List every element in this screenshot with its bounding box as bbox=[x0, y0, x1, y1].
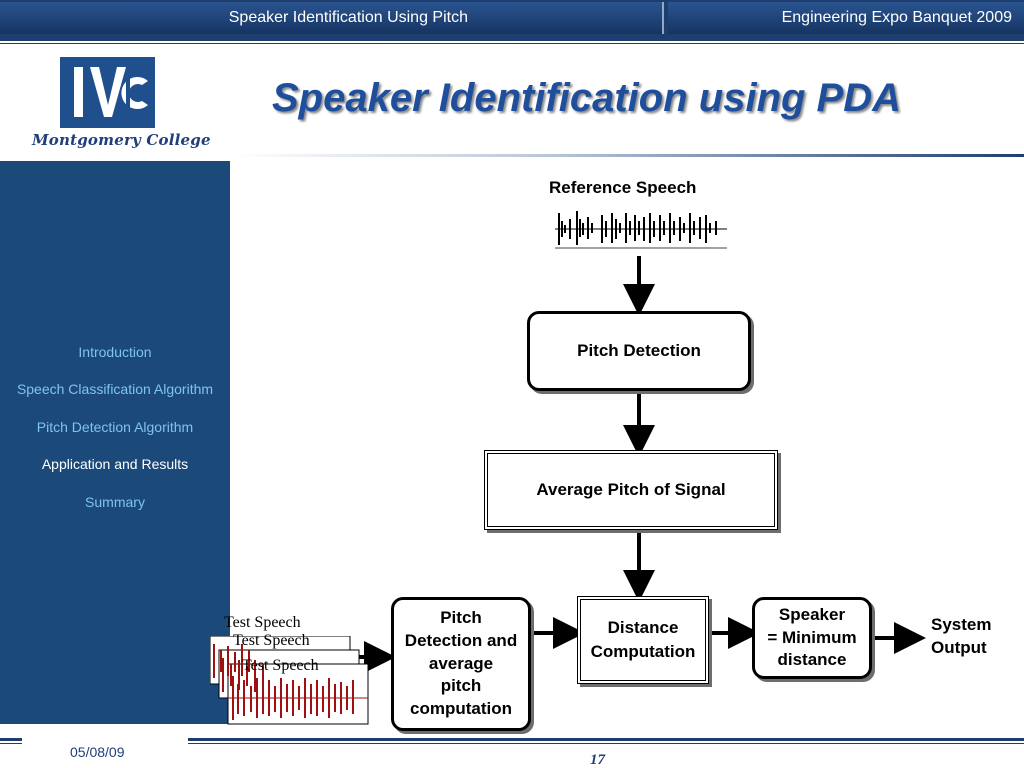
pda-line-5: computation bbox=[410, 699, 512, 719]
college-logo-caption: Montgomery College bbox=[32, 131, 211, 149]
header-bar: Speaker Identification Using Pitch Engin… bbox=[0, 0, 1024, 38]
header-title-right: Engineering Expo Banquet 2009 bbox=[668, 2, 1024, 34]
sidebar-item-summary[interactable]: Summary bbox=[85, 494, 145, 510]
system-output-label: System Output bbox=[931, 614, 991, 660]
header-title-left: Speaker Identification Using Pitch bbox=[0, 2, 664, 34]
header-rule bbox=[0, 38, 1024, 41]
test-speech-label-3: Test Speech bbox=[242, 657, 319, 674]
system-output-line-1: System bbox=[931, 615, 992, 634]
average-pitch-box: Average Pitch of Signal bbox=[484, 450, 778, 530]
title-rule bbox=[232, 154, 1024, 157]
sidebar-item-application-results[interactable]: Application and Results bbox=[41, 456, 189, 472]
pitch-detection-label: Pitch Detection bbox=[577, 341, 701, 361]
sidebar-item-pitch-detection[interactable]: Pitch Detection Algorithm bbox=[36, 419, 194, 435]
slide-title: Speaker Identification using PDA bbox=[272, 76, 902, 120]
pda-line-4: pitch bbox=[440, 676, 482, 696]
sidebar bbox=[0, 161, 230, 724]
distance-line-2: Computation bbox=[590, 642, 696, 661]
average-pitch-label: Average Pitch of Signal bbox=[536, 480, 726, 500]
speaker-min-distance-box: Speaker = Minimum distance bbox=[752, 597, 872, 679]
speaker-line-3: distance bbox=[777, 650, 847, 670]
pda-line-3: average bbox=[428, 653, 494, 673]
reference-speech-label: Reference Speech bbox=[549, 178, 697, 197]
sidebar-item-speech-classification[interactable]: Speech Classification Algorithm bbox=[16, 381, 214, 397]
distance-line-1: Distance bbox=[607, 618, 679, 638]
test-speech-label-1: Test Speech bbox=[224, 614, 301, 631]
distance-computation-box: Distance Computation bbox=[577, 596, 709, 684]
system-output-line-2: Output bbox=[931, 637, 987, 657]
test-speech-waveforms-icon bbox=[210, 636, 369, 725]
speaker-line-1: Speaker bbox=[778, 604, 846, 624]
footer-date: 05/08/09 bbox=[70, 744, 125, 760]
reference-waveform-icon bbox=[555, 211, 727, 249]
footer-date-box bbox=[22, 735, 188, 768]
header-rule-thin bbox=[0, 43, 1024, 44]
pda-computation-box: Pitch Detection and average pitch comput… bbox=[391, 597, 531, 731]
college-logo-icon bbox=[60, 57, 155, 128]
speaker-line-2: = Minimum bbox=[767, 627, 857, 647]
pitch-detection-box: Pitch Detection bbox=[527, 311, 751, 391]
footer-page-number: 17 bbox=[590, 752, 605, 768]
footer-rule-thin bbox=[0, 743, 1024, 744]
footer-rule bbox=[0, 738, 1024, 741]
pda-line-1: Pitch bbox=[440, 607, 482, 627]
test-speech-label-2: Test Speech bbox=[233, 632, 310, 649]
sidebar-item-introduction[interactable]: Introduction bbox=[78, 344, 152, 360]
pda-line-2: Detection and bbox=[404, 630, 518, 650]
